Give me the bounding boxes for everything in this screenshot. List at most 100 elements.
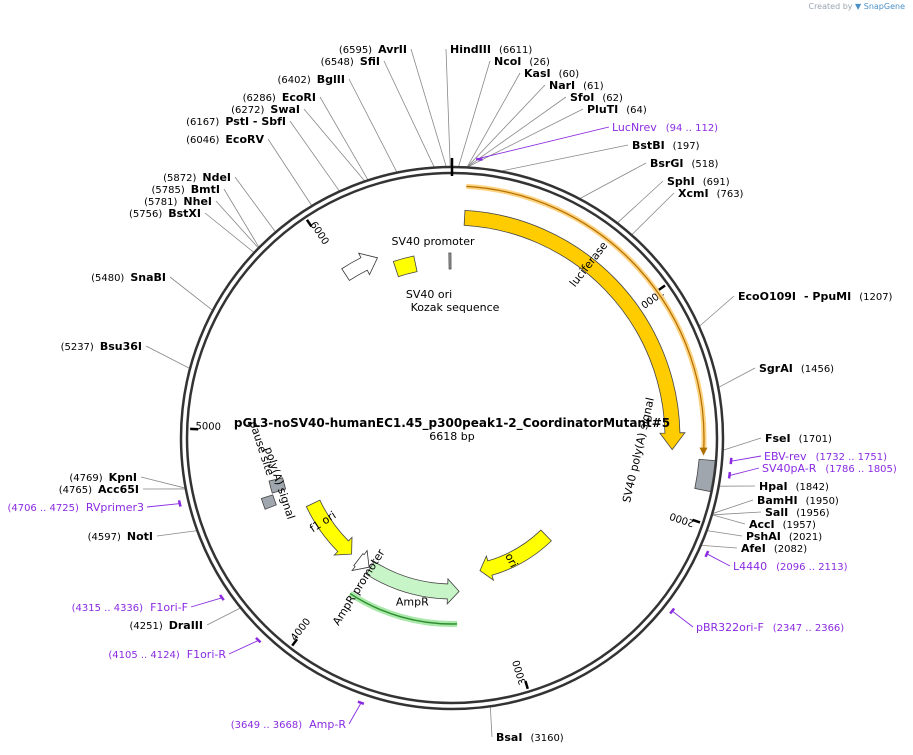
feature-layer — [177, 157, 733, 705]
primer-name: L4440 — [733, 560, 767, 573]
primer-label-f1ori-r[interactable]: (4105 .. 4124)F1ori-R — [108, 648, 226, 661]
site-label-ecorv[interactable]: (6046)EcoRV — [186, 133, 264, 146]
site-leader-snabi — [169, 276, 213, 311]
site-name: XcmI — [678, 187, 709, 200]
site-label-fsei[interactable]: FseI(1701) — [765, 432, 832, 445]
site-position: (1956) — [796, 508, 829, 519]
site-label-nhei[interactable]: (5781)NheI — [144, 195, 212, 208]
primer-leader-amp-r — [348, 703, 361, 725]
site-name: BglII — [317, 73, 345, 86]
site-leader-sphi — [617, 180, 664, 223]
tick-mark — [524, 680, 529, 690]
site-label-nari[interactable]: NarI(61) — [549, 79, 604, 92]
site-label-bsai[interactable]: BsaI(3160) — [496, 731, 564, 744]
primer-leader-rvprimer3 — [146, 503, 179, 508]
tick-label: 4000 — [289, 616, 313, 643]
site-label-bamhi[interactable]: BamHI(1950) — [757, 494, 839, 507]
primer-leader-ebv-rev — [731, 455, 762, 462]
site-leader-nhei — [215, 200, 259, 248]
site-label-sali[interactable]: SalI(1956) — [765, 506, 830, 519]
site-label-noti[interactable]: (4597)NotI — [88, 530, 153, 543]
site-label-hindiii[interactable]: HindIII(6611) — [450, 43, 532, 56]
credit-prefix: Created by — [808, 2, 853, 11]
site-label-ncoi[interactable]: NcoI(26) — [494, 55, 550, 68]
site-leader-hindiii — [445, 48, 451, 167]
site-leader-afei — [701, 544, 738, 549]
site-name: KpnI — [109, 471, 137, 484]
site-label-bstxi[interactable]: (5756)BstXI — [129, 207, 201, 220]
plasmid-name: pGL3-noSV40-humanEC1.45_p300peak1-2_Coor… — [234, 416, 670, 431]
site-position: (4765) — [59, 485, 92, 496]
site-label-bstbi[interactable]: BstBI(197) — [632, 139, 700, 152]
feature-luciferase — [463, 209, 686, 451]
primer-leader-sv40pa-r — [730, 467, 760, 476]
site-label-ndei[interactable]: (5872)NdeI — [163, 171, 231, 184]
feature-label-sv40-ori: SV40 ori — [406, 288, 452, 301]
site-label-hpai[interactable]: HpaI(1842) — [759, 480, 829, 493]
site-label-bmti[interactable]: (5785)BmtI — [152, 183, 220, 196]
site-label-avrii[interactable]: (6595)AvrII — [339, 43, 407, 56]
primer-range: (4315 .. 4336) — [72, 603, 144, 614]
site-position: (64) — [626, 105, 647, 116]
site-label-psti-sbfi[interactable]: (6167)PstI - SbfI — [186, 115, 286, 128]
feature-label-sv40-promoter: SV40 promoter — [391, 235, 475, 248]
site-position: (2082) — [774, 544, 807, 555]
site-position: (5781) — [144, 197, 177, 208]
site-position: (6286) — [243, 93, 276, 104]
site-label-draiii[interactable]: (4251)DraIII — [129, 619, 203, 632]
primer-label-pbr322ori-f[interactable]: pBR322ori-F(2347 .. 2366) — [696, 621, 844, 634]
tick-mark — [657, 284, 666, 292]
primer-label-lucnrev[interactable]: LucNrev(94 .. 112) — [612, 121, 718, 134]
feature-label-ori: ori — [502, 551, 520, 570]
site-label-sgrai[interactable]: SgrAI(1456) — [759, 362, 834, 375]
feature-ampr-promoter — [351, 549, 370, 572]
site-name: PshAI — [746, 530, 781, 543]
site-name: NdeI — [202, 171, 231, 184]
primer-range: (1786 .. 1805) — [825, 464, 897, 475]
site-leader-bmti — [223, 188, 259, 247]
site-position: (6046) — [186, 135, 219, 146]
site-label-kasi[interactable]: KasI(60) — [524, 67, 579, 80]
site-position: (763) — [717, 189, 744, 200]
site-label-acci[interactable]: AccI(1957) — [749, 518, 816, 531]
site-label-sphi[interactable]: SphI(691) — [667, 175, 730, 188]
tick-label: 3000 — [511, 659, 529, 687]
site-label-xcmi[interactable]: XcmI (763) — [678, 187, 744, 200]
primer-name: Amp-R — [309, 718, 346, 731]
feature-ori — [479, 529, 552, 582]
site-label-snabi[interactable]: (5480)SnaBI — [91, 271, 166, 284]
site-label-ecoo109i[interactable]: EcoO109I- PpuMI(1207) — [738, 290, 893, 303]
site-label-pluti[interactable]: PluTI(64) — [587, 103, 647, 116]
site-name: BmtI — [191, 183, 220, 196]
site-label-bsrgi[interactable]: BsrGI(518) — [650, 157, 718, 170]
site-label-afei[interactable]: AfeI(2082) — [741, 542, 807, 555]
site-position: (1957) — [783, 520, 816, 531]
primer-label-sv40pa-r[interactable]: SV40pA-R(1786 .. 1805) — [762, 462, 897, 475]
primer-label-ebv-rev[interactable]: EBV-rev(1732 .. 1751) — [764, 450, 887, 463]
site-label-pshai[interactable]: PshAI(2021) — [746, 530, 822, 543]
primer-label-amp-r[interactable]: (3649 .. 3668)Amp-R — [231, 718, 347, 731]
site-position: (6548) — [321, 57, 354, 68]
site-name: NcoI — [494, 55, 521, 68]
site-name: HpaI — [759, 480, 788, 493]
site-label-acc65i[interactable]: (4765)Acc65I — [59, 483, 139, 496]
site-label-bglii[interactable]: (6402)BglII — [278, 73, 345, 86]
snapgene-logo-icon: ▼ — [855, 2, 862, 11]
site-leader-ecorv — [267, 138, 312, 206]
site-label-bsu36i[interactable]: (5237)Bsu36I — [61, 340, 142, 353]
site-leader-ecori — [319, 96, 369, 180]
site-name: SgrAI — [759, 362, 793, 375]
primer-label-f1ori-f[interactable]: (4315 .. 4336)F1ori-F — [72, 601, 188, 614]
site-position: (6595) — [339, 45, 372, 56]
primer-label-rvprimer3[interactable]: (4706 .. 4725)RVprimer3 — [7, 501, 144, 514]
primer-label-l4440[interactable]: L4440(2096 .. 2113) — [733, 560, 848, 573]
site-label-sfoi[interactable]: SfoI(62) — [570, 91, 623, 104]
credit-brand: SnapGene — [863, 2, 905, 11]
site-leader-ncoi — [458, 60, 491, 167]
site-position: (60) — [559, 69, 580, 80]
site-label-sfii[interactable]: (6548)SfiI — [321, 55, 380, 68]
site-label-kpni[interactable]: (4769)KpnI — [69, 471, 137, 484]
site-label-ecori[interactable]: (6286)EcoRI — [243, 91, 316, 104]
site-label-swai[interactable]: (6272)SwaI — [231, 103, 300, 116]
